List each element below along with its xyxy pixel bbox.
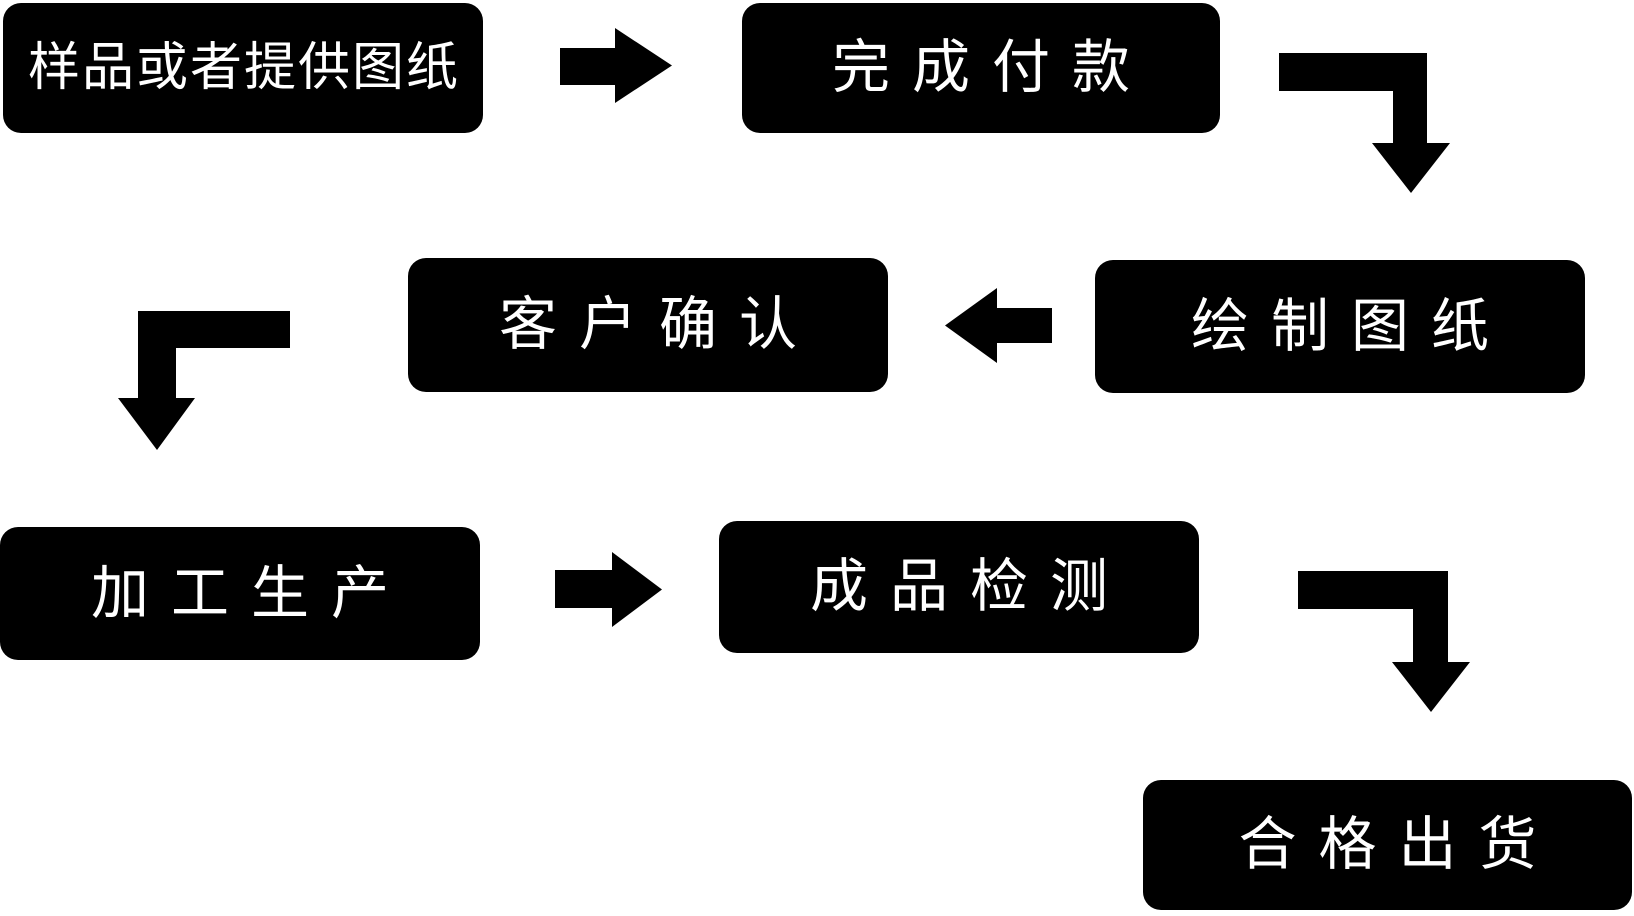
elbow-arrow-confirm-to-production	[118, 311, 290, 450]
flow-node-inspection-label: 成品检测	[809, 554, 1130, 619]
arrow-right-production-to-inspection	[555, 552, 662, 627]
flow-node-sample: 样品或者提供图纸	[3, 3, 483, 133]
flow-node-production-label: 加工生产	[90, 560, 411, 626]
flow-node-shipment: 合格出货	[1143, 780, 1632, 910]
arrow-right-sample-to-payment	[560, 28, 672, 103]
flow-node-customer-confirm: 客户确认	[408, 258, 888, 392]
flow-node-production: 加工生产	[0, 527, 480, 660]
elbow-arrow-inspection-to-shipment	[1298, 571, 1470, 712]
arrow-left-draw-to-confirm	[945, 288, 1052, 363]
elbow-arrow-payment-to-draw	[1279, 53, 1450, 193]
flow-node-draw-drawings: 绘制图纸	[1095, 260, 1585, 393]
flow-node-inspection: 成品检测	[719, 521, 1199, 653]
flow-node-sample-label: 样品或者提供图纸	[27, 39, 460, 97]
flow-node-shipment-label: 合格出货	[1238, 812, 1559, 877]
flow-node-draw-drawings-label: 绘制图纸	[1190, 293, 1511, 359]
flow-node-customer-confirm-label: 客户确认	[498, 292, 819, 357]
flow-node-payment: 完成付款	[742, 3, 1220, 133]
flow-node-payment-label: 完成付款	[831, 35, 1152, 100]
